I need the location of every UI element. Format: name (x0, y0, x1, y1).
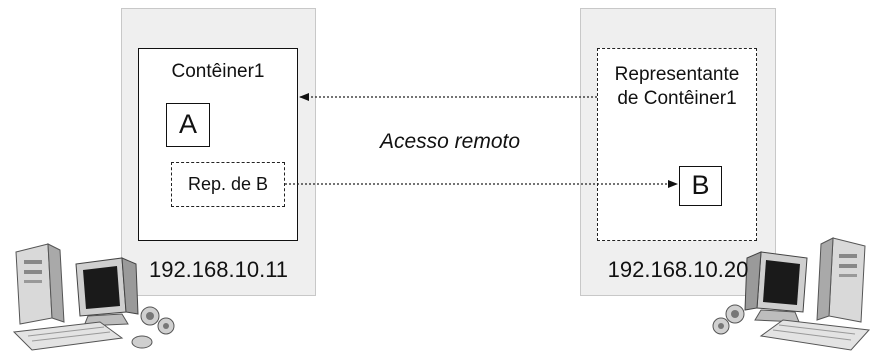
proxy-of-b: Rep. de B (171, 162, 285, 207)
desktop-computer-icon (712, 237, 871, 351)
proxy-title-line1: Representante (614, 64, 740, 85)
container1-proxy-title: Representante de Contêiner1 (597, 63, 757, 111)
container1-title: Contêiner1 (171, 61, 265, 82)
container1-box (138, 48, 298, 241)
object-b: B (679, 166, 722, 206)
container1-proxy-box (597, 48, 757, 241)
object-a: A (166, 103, 210, 147)
remote-access-label: Acesso remoto (379, 130, 521, 153)
proxy-title-line2: de Contêiner1 (617, 88, 737, 109)
left-host-ip: 192.168.10.11 (148, 257, 289, 282)
right-host-ip: 192.168.10.20 (607, 257, 749, 282)
desktop-computer-icon (12, 243, 175, 351)
